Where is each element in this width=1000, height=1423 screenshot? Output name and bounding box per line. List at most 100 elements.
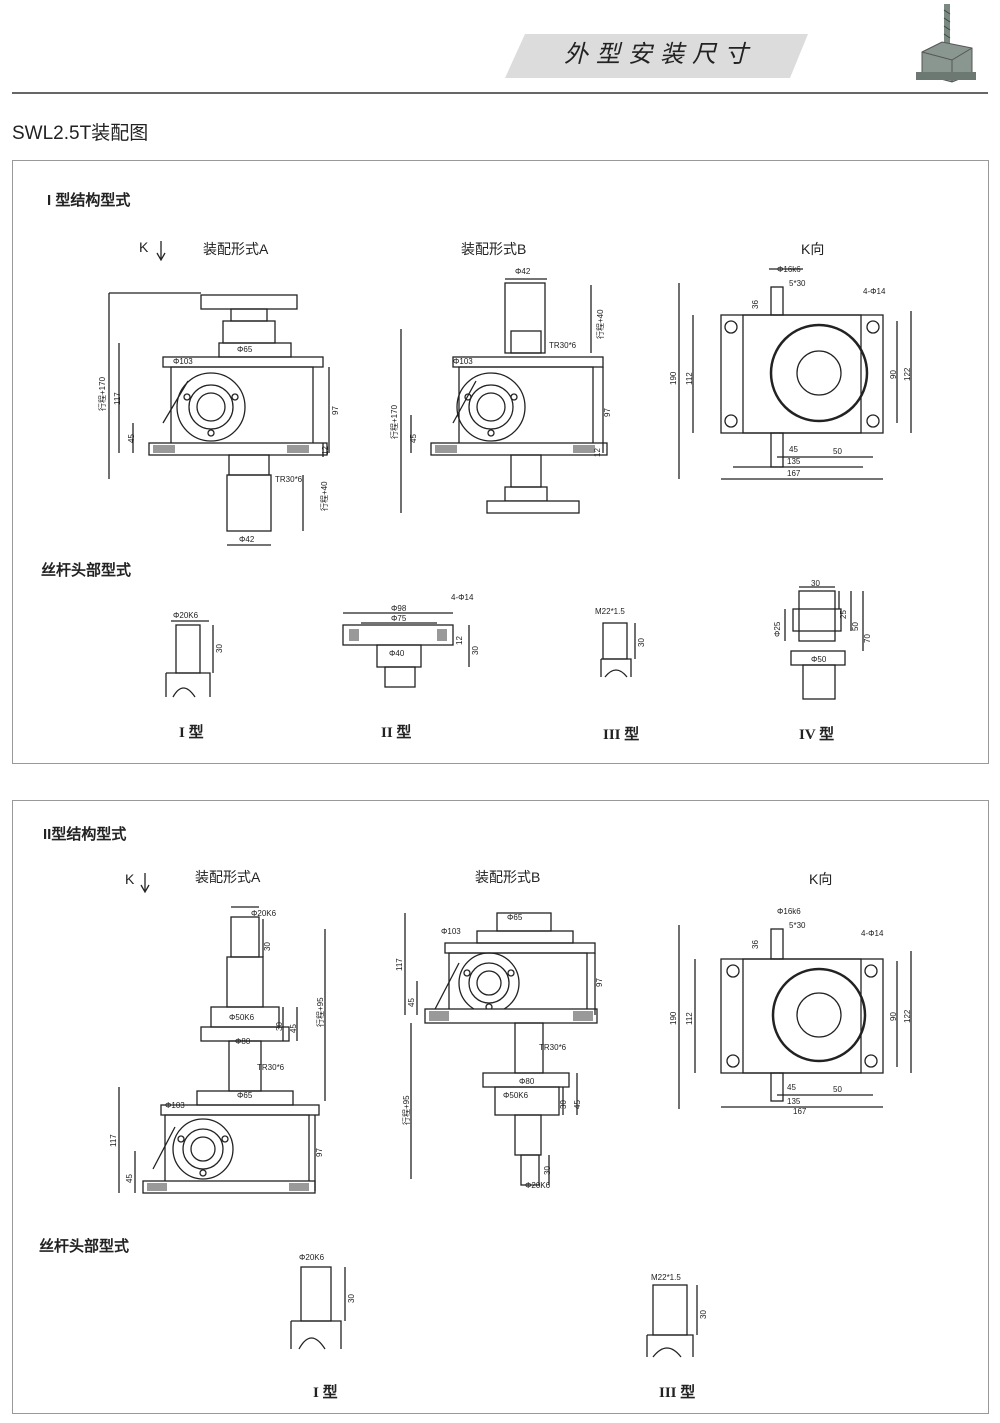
dim-label: 12 (593, 448, 602, 457)
dim-label: Φ50K6 (503, 1091, 529, 1100)
view-label-k: K向 (801, 241, 825, 257)
dim-label: 30 (347, 1294, 356, 1303)
dim-label: 50 (833, 447, 842, 456)
panel2-drawing (118, 873, 912, 1358)
k-view2-drawing (678, 925, 912, 1109)
section-title-type-1: I 型结构型式 (47, 192, 131, 209)
banner-shape (505, 34, 808, 78)
panel-type-2: II型结构型式 K 装配形式A 装配形式B K向 Φ20K6 30 行程+95 … (12, 800, 989, 1414)
dim-label: 117 (395, 958, 404, 971)
dim-label: 36 (751, 940, 760, 949)
view-label-k: K向 (809, 871, 833, 887)
head-type-label: IV 型 (799, 727, 835, 743)
dim-label: Φ42 (515, 267, 531, 276)
k-arrow-label: K (125, 871, 135, 887)
dim-label: TR30*6 (275, 475, 303, 484)
dim-label: 135 (787, 457, 801, 466)
dim-label: 行程+170 (390, 404, 399, 439)
dim-label: 30 (811, 579, 820, 588)
dim-label: Φ20K6 (251, 909, 277, 918)
dim-label: TR30*6 (257, 1063, 285, 1072)
dim-label: 50 (833, 1085, 842, 1094)
head-type-2-drawing (342, 612, 470, 688)
dim-label: Φ103 (173, 357, 193, 366)
header-banner-graphic (505, 34, 808, 78)
dim-label: Φ75 (391, 614, 407, 623)
dim-label: TR30*6 (549, 341, 577, 350)
dim-label: 36 (751, 300, 760, 309)
dim-label: 行程+170 (98, 376, 107, 411)
dim-label: Φ80 (235, 1037, 251, 1046)
dim-label: 122 (903, 367, 912, 381)
dim-label: Φ20K6 (173, 611, 199, 620)
screw-jack-icon (916, 4, 976, 83)
dim-label: 117 (113, 392, 122, 405)
dim-label: 190 (669, 371, 678, 385)
dim-label: 167 (793, 1107, 807, 1116)
header-divider (12, 92, 988, 94)
dim-label: Φ20K6 (299, 1253, 325, 1262)
dim-label: 45 (787, 1083, 796, 1092)
dim-label: Φ65 (507, 913, 523, 922)
dim-label: 45 (789, 445, 798, 454)
view-label-assembly-b: 装配形式B (475, 869, 541, 885)
dim-label: 45 (289, 1024, 298, 1033)
dim-label: 30 (559, 1100, 568, 1109)
dim-label: Φ16k6 (777, 907, 801, 916)
dim-label: 行程+40 (596, 309, 605, 339)
dim-label: 97 (603, 408, 612, 417)
dim-label: 45 (573, 1100, 582, 1109)
dim-label: 行程+95 (402, 1095, 411, 1125)
dim-label: 行程+40 (320, 481, 329, 511)
dim-label: Φ80 (519, 1077, 535, 1086)
assembly-b-drawing (400, 278, 608, 514)
dim-label: 97 (595, 978, 604, 987)
head-section-title: 丝杆头部型式 (41, 562, 132, 579)
dim-label: Φ98 (391, 604, 407, 613)
page-title: SWL2.5T装配图 (12, 123, 149, 144)
head-type-label: III 型 (659, 1385, 696, 1401)
head-type-1-drawing (165, 620, 214, 698)
head2-type-3-drawing (646, 1284, 698, 1358)
head-type-label: III 型 (603, 727, 640, 743)
head-type-label: II 型 (381, 725, 412, 741)
dim-label: 30 (471, 646, 480, 655)
dim-label: 4-Φ14 (863, 287, 886, 296)
panel-type-1: I 型结构型式 K 装配形式A 装配形式B K向 Φ65 Φ103 TR30*6… (12, 160, 989, 764)
dim-label: 122 (903, 1009, 912, 1023)
section-title-type-2: II型结构型式 (43, 826, 127, 843)
dim-label: 45 (127, 434, 136, 443)
dim-label: 97 (315, 1148, 324, 1157)
dim-label: 45 (407, 998, 416, 1007)
head-type-label: I 型 (179, 725, 204, 741)
dim-label: 70 (863, 634, 872, 643)
dim-label: M22*1.5 (651, 1273, 681, 1282)
dim-label: 30 (215, 644, 224, 653)
k-arrow-label: K (139, 239, 149, 255)
dim-label: 30 (543, 1166, 552, 1175)
head-type-label: I 型 (313, 1385, 338, 1401)
dim-label: Φ103 (453, 357, 473, 366)
head-section-title: 丝杆头部型式 (39, 1238, 130, 1255)
dim-label: Φ50K6 (229, 1013, 255, 1022)
banner-title: 外型安装尺寸 (564, 40, 756, 68)
dim-label: Φ40 (389, 649, 405, 658)
dim-label: TR30*6 (539, 1043, 567, 1052)
dim-label: Φ25 (773, 621, 782, 637)
head2-type-1-drawing (290, 1266, 346, 1350)
head-type-3-drawing (600, 622, 636, 678)
dim-label: 90 (889, 1012, 898, 1021)
dim-label: 30 (699, 1310, 708, 1319)
assembly-b2-drawing (404, 912, 598, 1186)
dim-label: 12 (455, 636, 464, 645)
dim-label: Φ42 (239, 535, 255, 544)
assembly-a2-drawing (118, 906, 326, 1194)
dim-label: 190 (669, 1011, 678, 1025)
dim-label: Φ103 (441, 927, 461, 936)
dim-label: 12 (321, 446, 330, 455)
dim-label: Φ20K6 (525, 1181, 551, 1190)
dim-label: Φ50 (811, 655, 827, 664)
dim-label: 167 (787, 469, 801, 478)
dim-label: 4-Φ14 (861, 929, 884, 938)
panel1-drawing (108, 241, 912, 700)
